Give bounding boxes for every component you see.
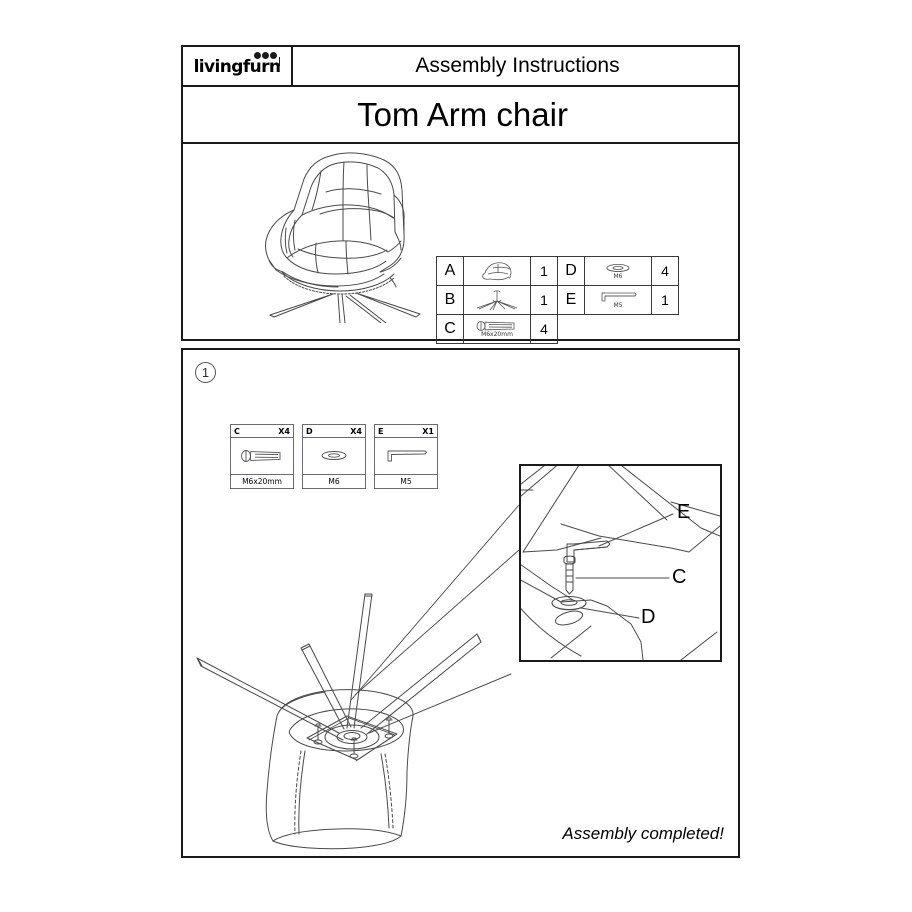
brand-logo: livingfurn xyxy=(183,47,293,85)
allen-key-icon xyxy=(601,292,637,302)
empty-cell xyxy=(652,315,679,344)
part-qty: 1 xyxy=(530,256,558,286)
registered-tick-icon xyxy=(278,57,281,66)
table-row: B xyxy=(436,285,679,315)
header-divider-2 xyxy=(183,142,738,144)
header-block: livingfurn Assembly Instructions Tom Arm… xyxy=(181,45,742,344)
part-qty: 4 xyxy=(530,314,558,344)
three-dots-icon xyxy=(254,52,278,59)
part-key: D xyxy=(557,256,585,286)
washer-icon xyxy=(321,451,347,461)
part-qty: 1 xyxy=(530,285,558,315)
part-key: E xyxy=(557,285,585,315)
table-row: C xyxy=(436,314,679,344)
step-part-header: E X1 xyxy=(375,425,437,438)
part-qty: 4 xyxy=(651,256,679,286)
callout-label-d: D xyxy=(641,606,656,628)
step-part-key: C xyxy=(234,426,240,436)
armchair-illustration xyxy=(238,148,428,323)
step-part-card: C X4 M6x20mm xyxy=(230,424,294,489)
step-part-key: D xyxy=(306,426,313,436)
step-part-caption: M6x20mm xyxy=(231,474,293,488)
empty-cell xyxy=(558,315,585,344)
step-part-qty: X4 xyxy=(278,426,290,436)
bolt-icon xyxy=(476,321,515,331)
part-figure xyxy=(463,256,531,286)
step-part-card: E X1 M5 xyxy=(374,424,438,489)
brand-logo-text: livingfurn xyxy=(193,57,281,77)
step-part-qty: X1 xyxy=(422,426,434,436)
part-caption: M5 xyxy=(613,302,623,309)
part-caption: M6 xyxy=(613,272,623,280)
step-part-caption: M6 xyxy=(303,474,365,488)
step-part-qty: X4 xyxy=(350,426,362,436)
part-qty: 1 xyxy=(651,285,679,315)
step-part-header: C X4 xyxy=(231,425,293,438)
detail-callout: E C D xyxy=(519,464,722,662)
part-figure: M6x20mm xyxy=(463,314,531,344)
completion-message: Assembly completed! xyxy=(562,824,724,843)
callout-illustration xyxy=(521,466,720,660)
step-part-figure xyxy=(303,438,365,474)
page-title: Assembly Instructions xyxy=(415,54,620,77)
part-figure: M5 xyxy=(584,285,652,315)
instruction-sheet: livingfurn Assembly Instructions Tom Arm… xyxy=(181,45,740,858)
step-part-figure xyxy=(375,438,437,474)
step-number-badge: 1 xyxy=(195,362,216,383)
table-row: A xyxy=(436,256,679,286)
callout-label-c: C xyxy=(672,566,687,588)
assembly-illustration xyxy=(189,576,519,851)
parts-list-table: A xyxy=(436,256,679,344)
allen-key-icon xyxy=(387,450,427,462)
header-divider-1 xyxy=(183,85,738,87)
step-part-figure xyxy=(231,438,293,474)
step-block: 1 C X4 xyxy=(181,348,740,858)
callout-label-e: E xyxy=(677,501,691,523)
part-key: C xyxy=(436,314,464,344)
part-figure xyxy=(463,285,531,315)
part-key: A xyxy=(436,256,464,286)
step-part-card: D X4 M6 xyxy=(302,424,366,489)
hero-area: A xyxy=(183,144,742,344)
product-title: Tom Arm chair xyxy=(357,95,568,133)
step-part-header: D X4 xyxy=(303,425,365,438)
empty-cell xyxy=(585,315,652,344)
bolt-icon xyxy=(241,450,281,462)
washer-icon xyxy=(606,263,630,272)
part-figure: M6 xyxy=(584,256,652,286)
part-key: B xyxy=(436,285,464,315)
four-star-base-icon xyxy=(476,290,518,311)
step-part-caption: M5 xyxy=(375,474,437,488)
part-caption: M6x20mm xyxy=(481,331,513,338)
step-part-key: E xyxy=(378,426,384,436)
armchair-seat-icon xyxy=(482,262,512,280)
step-parts-strip: C X4 M6x20mm xyxy=(230,424,438,489)
